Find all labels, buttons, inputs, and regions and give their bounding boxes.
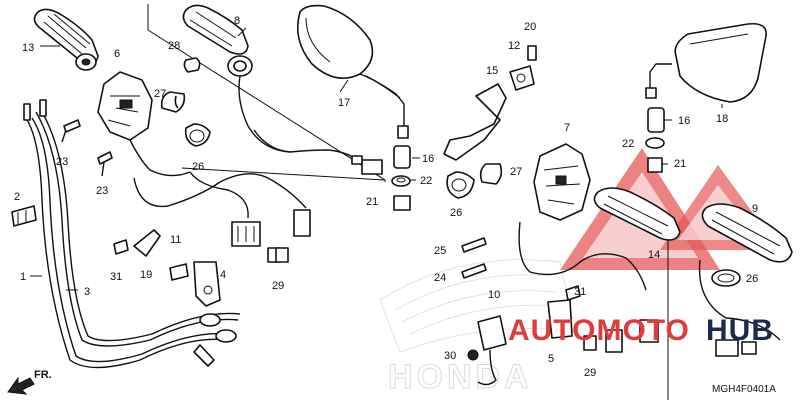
nut-22-center [391, 175, 411, 187]
callout-20: 20 [524, 21, 536, 33]
screw-23-a [61, 119, 81, 143]
callout-19: 19 [140, 269, 152, 281]
callout-6: 6 [114, 48, 120, 60]
callout-4: 4 [220, 269, 226, 281]
bolt-21-right [647, 157, 663, 173]
fr-label: FR. [34, 369, 52, 381]
callout-21-center: 21 [366, 196, 378, 208]
clamp-26-right [711, 269, 741, 287]
callout-7: 7 [564, 122, 570, 134]
callout-30: 30 [444, 350, 456, 362]
callout-23-b: 23 [96, 185, 108, 197]
callout-8: 8 [234, 15, 240, 27]
callout-22-center: 22 [420, 175, 432, 187]
left-harness [133, 171, 311, 263]
holder-12 [509, 65, 535, 91]
bracket-11 [133, 229, 161, 257]
front-direction-arrow: FR. [7, 369, 52, 395]
switch-10 [477, 315, 507, 386]
callout-11: 11 [170, 234, 181, 246]
frame-lines [147, 4, 669, 400]
clip-27-left [160, 91, 186, 113]
screw-24 [461, 263, 487, 279]
left-switch-housing [97, 71, 191, 177]
right-switch-housing [533, 143, 591, 221]
screw-23-b [97, 151, 113, 177]
leader-lines [30, 27, 723, 291]
callout-26-left: 26 [192, 161, 204, 173]
callout-29-right: 29 [584, 367, 596, 379]
honda-brand-text: HONDA [388, 358, 533, 396]
callout-26-right: 26 [746, 273, 758, 285]
bolt-21-center [393, 195, 411, 211]
callout-13: 13 [22, 42, 34, 54]
cable-guide-2 [11, 205, 37, 227]
callout-31-right: 31 [574, 286, 586, 298]
callout-29-left: 29 [272, 280, 284, 292]
callout-22-right: 22 [622, 138, 634, 150]
bolt-31-right [565, 285, 581, 301]
callout-14: 14 [648, 249, 660, 261]
clip-28 [183, 57, 201, 73]
bracket-5 [547, 299, 573, 339]
callout-3: 3 [84, 286, 90, 298]
right-mirror [645, 22, 767, 103]
clip-27-right [479, 163, 503, 185]
center-harness [253, 129, 383, 175]
callout-23-a: 23 [56, 156, 68, 168]
callout-9: 9 [752, 203, 758, 215]
callout-27-right: 27 [510, 166, 522, 178]
clamp-26-left [184, 123, 211, 147]
callout-24: 24 [434, 272, 446, 284]
bracket-4 [193, 261, 221, 307]
callout-27-left: 27 [154, 88, 166, 100]
callout-16-center: 16 [422, 153, 434, 165]
callout-labels: 13 6 8 28 27 26 23 23 2 1 3 11 31 19 4 2… [14, 15, 758, 379]
callout-12: 12 [508, 40, 520, 52]
callout-10: 10 [488, 289, 500, 301]
bracket-15 [443, 83, 507, 161]
watermark-automoto: AUTOMOTO [508, 314, 690, 347]
throttle-grip-14 [593, 187, 681, 241]
throttle-grip [182, 4, 291, 153]
left-mirror [296, 4, 409, 139]
bolt-19 [169, 263, 189, 281]
grip-9 [701, 203, 793, 263]
rubber-cap-16-right [647, 107, 665, 133]
rubber-cap-16-center [393, 145, 411, 169]
callout-28: 28 [168, 40, 180, 52]
callout-21-right: 21 [674, 158, 686, 170]
callout-31-left: 31 [110, 271, 122, 283]
callout-18: 18 [716, 113, 728, 125]
bolt-20 [527, 45, 537, 61]
screw-25 [461, 237, 487, 253]
right-harness [518, 221, 781, 357]
throttle-cables [23, 99, 241, 369]
callout-15: 15 [486, 65, 498, 77]
left-grip [33, 8, 99, 71]
callout-26-center: 26 [450, 207, 462, 219]
callout-1: 1 [20, 271, 26, 283]
bolt-30 [467, 349, 479, 361]
callout-17: 17 [338, 97, 350, 109]
watermark-hub: HUB [706, 314, 774, 347]
diagram-code: MGH4F0401A [712, 384, 776, 395]
nut-22-right [645, 137, 665, 149]
clamp-26-center [446, 171, 475, 199]
callout-25: 25 [434, 245, 446, 257]
callout-16-right: 16 [678, 115, 690, 127]
watermark-logo [560, 148, 780, 270]
watermark-text: AUTOMOTO HUB [508, 314, 774, 347]
callout-5: 5 [548, 353, 554, 365]
bolt-31-left [113, 239, 129, 255]
callout-2: 2 [14, 191, 20, 203]
honda-wing-mark: HONDA [379, 259, 576, 397]
